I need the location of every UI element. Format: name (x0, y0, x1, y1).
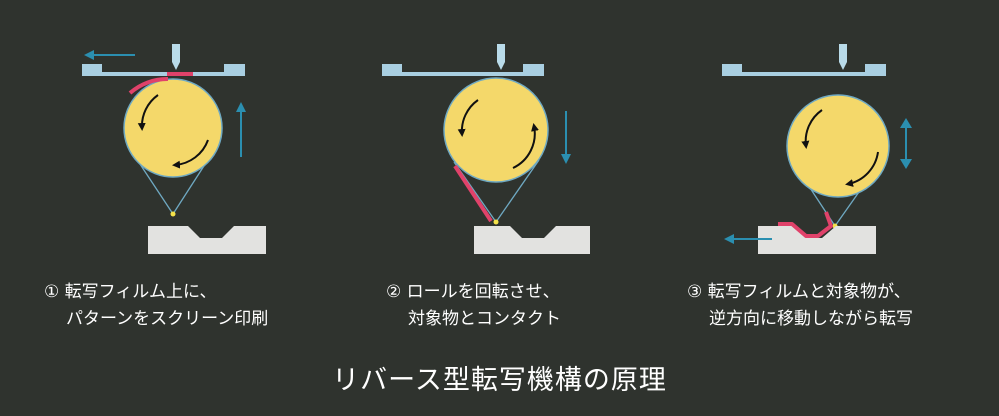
step1-squeegee (172, 44, 180, 70)
step3-roll-direction-arrow (900, 118, 912, 169)
step2-squeegee (497, 44, 505, 70)
step2-ink-pattern (453, 164, 493, 223)
step2-rotation-arrow (457, 99, 479, 137)
step3-caption-line2: 逆方向に移動しながら転写 (709, 309, 913, 329)
step1-transfer-film (82, 64, 245, 76)
step3-rotation-arrow (801, 109, 823, 149)
step2-transfer-film (382, 64, 544, 76)
step1-object (148, 226, 266, 254)
step1-diagram (82, 44, 266, 254)
step3-transfer-film (722, 64, 886, 76)
step3-caption: ③ 転写フィルムと対象物が、 逆方向に移動しながら転写 (687, 279, 913, 333)
step1-roll (123, 78, 223, 178)
step3-caption-line1: ③ 転写フィルムと対象物が、 (687, 282, 911, 302)
step1-caption-line2: パターンをスクリーン印刷 (66, 309, 269, 329)
step2-roll (443, 77, 549, 183)
step3-diagram (722, 44, 912, 254)
step3-object (758, 226, 876, 254)
step1-rotation-arrow (137, 94, 159, 131)
step2-caption: ② ロールを回転させ、 対象物とコンタクト (386, 279, 561, 333)
step1-ink-on-roll (128, 76, 169, 95)
step3-transferred-ink (778, 211, 833, 238)
step2-caption-line1: ② ロールを回転させ、 (386, 282, 560, 302)
step2-diagram (382, 44, 590, 254)
diagram-title: リバース型転写機構の原理 (332, 365, 667, 396)
step2-object (474, 226, 590, 254)
step3-roll (786, 94, 890, 198)
step1-caption: ① 転写フィルム上に、 パターンをスクリーン印刷 (44, 279, 268, 333)
step3-squeegee (839, 44, 847, 70)
step2-caption-line2: 対象物とコンタクト (408, 309, 561, 329)
step1-caption-line1: ① 転写フィルム上に、 (44, 282, 217, 302)
step1-ink-on-film (167, 72, 193, 76)
